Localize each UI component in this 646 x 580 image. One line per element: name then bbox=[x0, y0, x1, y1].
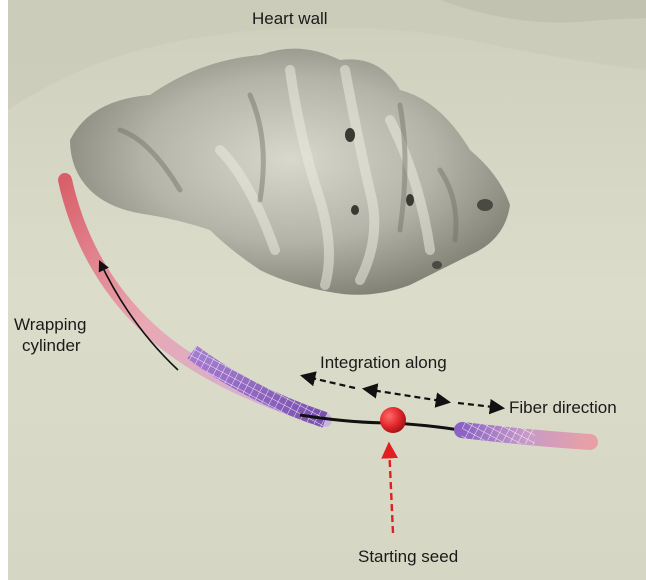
wrapping-label-line1: Wrapping bbox=[14, 315, 86, 334]
starting-seed-label: Starting seed bbox=[358, 547, 458, 566]
cavity-hole-3 bbox=[406, 194, 414, 206]
cavity-hole-1 bbox=[345, 128, 355, 142]
cavity-hole-2 bbox=[351, 205, 359, 215]
cavity-hole-5 bbox=[432, 261, 442, 269]
seed-dot-icon bbox=[380, 407, 406, 433]
cylinder-mesh-right-grid bbox=[462, 430, 535, 437]
integration-label: Integration along bbox=[320, 353, 447, 372]
wrapping-label-line2: cylinder bbox=[22, 336, 81, 355]
fiber-direction-label: Fiber direction bbox=[509, 398, 617, 417]
cavity-hole-4 bbox=[477, 199, 493, 211]
heart-wall-label: Heart wall bbox=[252, 9, 328, 28]
